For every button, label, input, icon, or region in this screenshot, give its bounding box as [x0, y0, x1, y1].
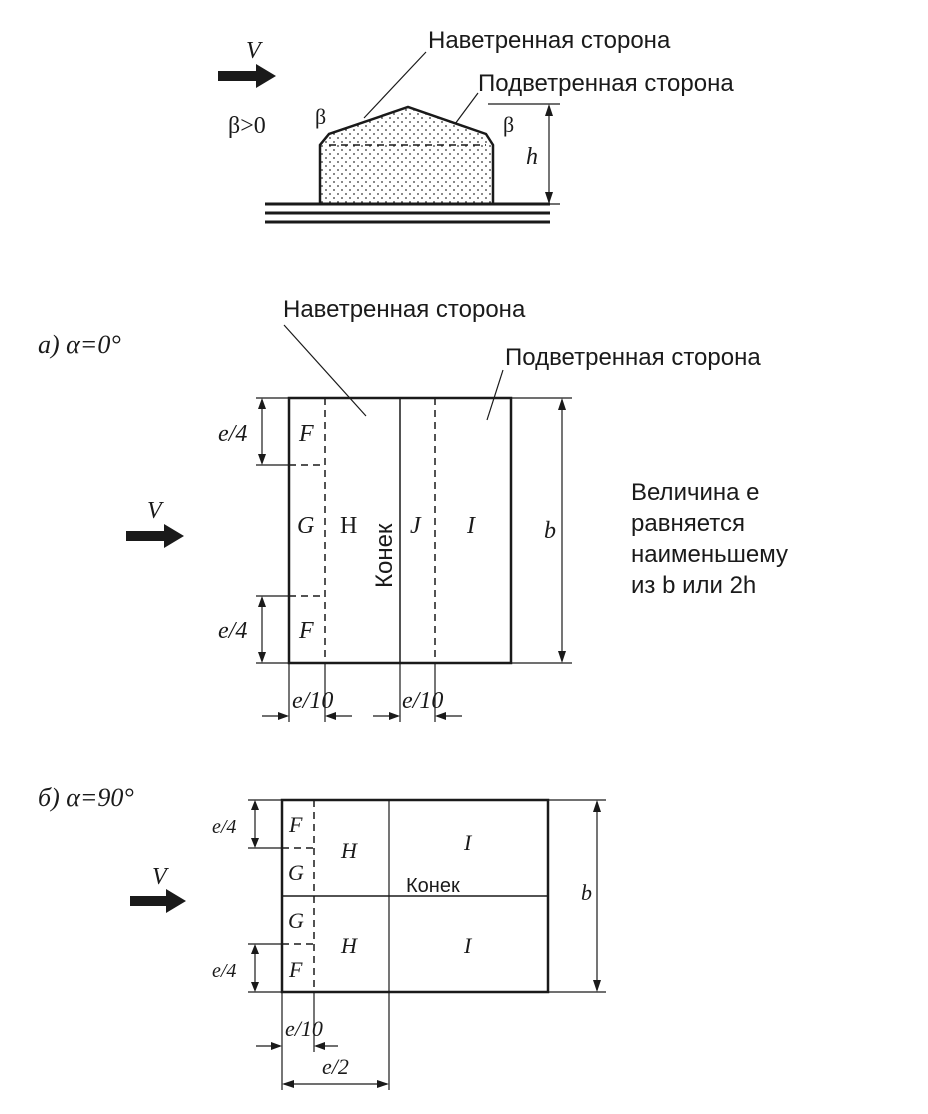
zone-g-top: G — [288, 860, 304, 885]
plan-b-caption: б) α=90° — [38, 783, 134, 812]
note-line: Величина e — [631, 479, 760, 506]
wind-label: V — [147, 498, 164, 524]
beta-right-label: β — [503, 112, 514, 137]
dim-b: b — [581, 880, 592, 905]
zone-g: G — [297, 513, 314, 539]
dim-e4-bottom: e/4 — [218, 618, 247, 644]
zone-h-top: H — [340, 838, 358, 863]
building-section — [318, 105, 495, 206]
height-label: h — [526, 144, 538, 170]
plan-b: б) α=90° V F G G F H H I I Конек e/4 e — [38, 783, 606, 1090]
wind-arrow-icon — [218, 64, 276, 88]
wind-label: V — [246, 38, 263, 64]
zone-h: H — [340, 513, 357, 539]
note-line: равняется — [631, 510, 745, 537]
dim-e4-bottom: e/4 — [212, 960, 236, 982]
leader-line — [454, 92, 479, 125]
windward-label: Наветренная сторона — [428, 27, 671, 54]
dim-e4-top: e/4 — [218, 421, 247, 447]
plan-a: а) α=0° Наветренная сторона Подветренная… — [38, 296, 761, 722]
zone-i-top: I — [463, 830, 473, 855]
dim-e10-left: e/10 — [292, 688, 333, 714]
plan-a-caption: а) α=0° — [38, 330, 121, 359]
wind-arrow-icon — [130, 889, 186, 913]
e-definition-note: Величина e равняется наименьшему из b ил… — [631, 479, 788, 599]
leader-line — [283, 324, 367, 417]
zone-f-top: F — [298, 421, 314, 447]
dim-e4-top: e/4 — [212, 816, 236, 838]
wind-arrow-icon — [126, 524, 184, 548]
dim-e2: e/2 — [322, 1054, 349, 1079]
wind-label: V — [152, 864, 169, 890]
zone-f-bottom: F — [288, 957, 303, 982]
zone-g-bottom: G — [288, 908, 304, 933]
leader-line — [363, 51, 427, 119]
ridge-label: Конек — [406, 875, 460, 897]
zone-j: J — [410, 513, 422, 539]
note-line: из b или 2h — [631, 572, 756, 599]
leeward-label: Подветренная сторона — [505, 344, 761, 371]
beta-condition: β>0 — [228, 113, 266, 139]
zone-i-bottom: I — [463, 933, 473, 958]
section-diagram: V β>0 β β Наветренная сторона Подветренн… — [218, 27, 734, 224]
zone-h-bottom: H — [340, 933, 358, 958]
windward-label: Наветренная сторона — [283, 296, 526, 323]
dim-e10-mid: e/10 — [402, 688, 443, 714]
note-line: наименьшему — [631, 541, 788, 568]
zone-f-top: F — [288, 812, 303, 837]
zone-f-bottom: F — [298, 618, 314, 644]
dim-e10: e/10 — [285, 1016, 323, 1041]
dim-b: b — [544, 518, 556, 544]
beta-left-label: β — [315, 104, 326, 129]
leader-line — [486, 369, 504, 421]
zone-i: I — [466, 513, 476, 539]
leeward-label: Подветренная сторона — [478, 70, 734, 97]
ridge-label: Конек — [371, 523, 398, 588]
